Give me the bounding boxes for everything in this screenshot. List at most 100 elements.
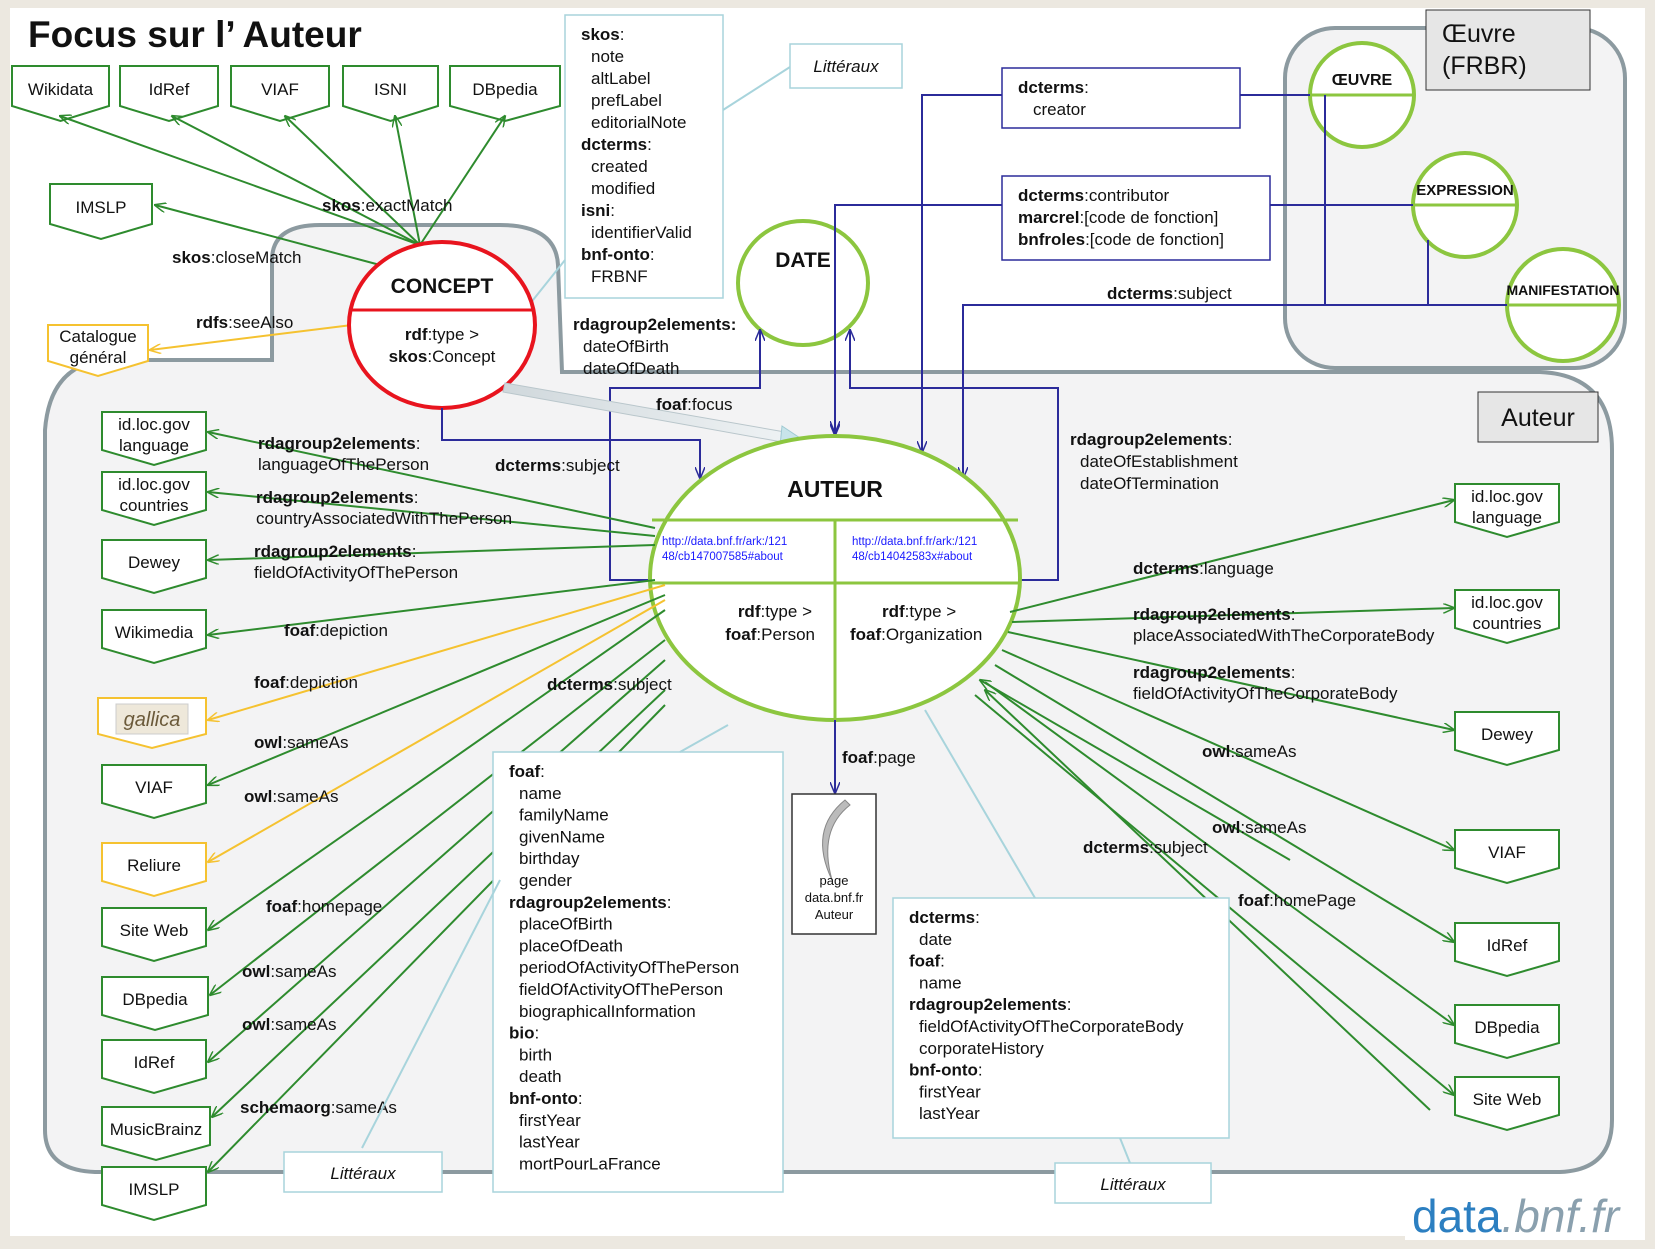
edge-left-lang (208, 432, 656, 529)
person-properties-box-line: lastYear (519, 1133, 580, 1152)
concept-target-imslp-shape (49, 183, 153, 241)
person-properties-box-line: biographicalInformation (519, 1002, 696, 1021)
date-node: DATE (736, 219, 870, 347)
concept-target-idref: IdRef (119, 65, 219, 123)
left-prop-label: rdagroup2elements: (256, 488, 419, 507)
litteraux-left-label: Littéraux (330, 1164, 396, 1183)
quill-icon (822, 799, 851, 881)
right-prop-label-value: placeAssociatedWithTheCorporateBody (1133, 626, 1435, 645)
edge-org-box (924, 709, 1036, 899)
person-properties-box-line: name (519, 784, 562, 803)
frbr-label-line2: (FRBR) (1442, 52, 1527, 80)
litteraux-left-frame (283, 1151, 443, 1193)
concept-target-wikidata-shape (11, 65, 110, 123)
right-target-countries-label-2: countries (1473, 614, 1542, 633)
left-target-dbpedia-label: DBpedia (122, 990, 188, 1009)
label-subject-frbr: dcterms:subject (1107, 284, 1232, 303)
label-subject-mid: dcterms:subject (547, 675, 672, 694)
concept-title: CONCEPT (391, 275, 494, 298)
left-target-gallica: gallica (97, 697, 207, 750)
auteur-type-person: rdf:type > (738, 602, 812, 621)
person-properties-box-line: placeOfDeath (519, 936, 623, 955)
date-rel-item: dateOfDeath (583, 359, 679, 378)
manifestation-node: MANIFESTATION (1505, 247, 1621, 363)
creator-box: dcterms:creator (1001, 67, 1241, 129)
page-document-label: data.bnf.fr (805, 890, 864, 905)
contributor-box-line: marcrel:[code de fonction] (1018, 208, 1218, 227)
right-target-dbpedia: DBpedia (1454, 1004, 1560, 1060)
right-target-viaf-shape (1454, 829, 1560, 885)
left-prop-label: rdagroup2elements: (258, 434, 421, 453)
concept-target-imslp: IMSLP (49, 183, 153, 241)
right-target-viaf: VIAF (1454, 829, 1560, 885)
left-target-imslp: IMSLP (101, 1166, 207, 1222)
right-target-idref-label: IdRef (1487, 936, 1528, 955)
oeuvre-node-title: ŒUVRE (1332, 72, 1393, 89)
person-properties-box-frame (492, 751, 784, 1193)
left-target-wikimedia: Wikimedia (101, 609, 207, 665)
right-target-lang-label-1: id.loc.gov (1471, 487, 1543, 506)
edge-exactmatch (60, 116, 421, 246)
right-prop-label: dcterms:subject (1083, 838, 1208, 857)
contributor-box-line: bnfroles:[code de fonction] (1018, 230, 1224, 249)
left-target-musicbrainz: MusicBrainz (101, 1106, 211, 1162)
left-prop-label: owl:sameAs (242, 962, 336, 981)
person-properties-box: foaf:namefamilyNamegivenNamebirthdaygend… (492, 751, 784, 1193)
person-properties-box-line: bnf-onto: (509, 1089, 583, 1108)
concept-target-isni-shape (342, 65, 439, 123)
litteraux-top-frame (789, 43, 903, 89)
auteur-url-person-1: http://data.bnf.fr/ark:/121 (662, 536, 787, 548)
person-properties-box-line: birth (519, 1045, 552, 1064)
person-properties-box-line: foaf: (509, 762, 545, 781)
org-properties-box-line: lastYear (919, 1104, 980, 1123)
concept-target-isni: ISNI (342, 65, 439, 123)
left-prop-label-value: fieldOfActivityOfThePerson (254, 563, 458, 582)
concept-target-wikidata: Wikidata (11, 65, 110, 123)
right-target-dewey-shape (1454, 711, 1560, 767)
edge-left-countries (208, 492, 656, 537)
litteraux-right: Littéraux (1054, 1162, 1212, 1204)
label-org-dates-item: dateOfTermination (1080, 474, 1219, 493)
person-properties-box-line: periodOfActivityOfThePerson (519, 958, 739, 977)
org-properties-box-line: rdagroup2elements: (909, 995, 1072, 1014)
concept-type: rdf:type > (405, 325, 479, 344)
edge-left-dewey (208, 544, 656, 560)
skos-properties-box-line: prefLabel (591, 91, 662, 110)
expression-node-title: EXPRESSION (1416, 182, 1514, 199)
person-properties-box-line: firstYear (519, 1111, 581, 1130)
left-target-viaf: VIAF (101, 764, 207, 820)
left-target-countries-label-1: id.loc.gov (118, 475, 190, 494)
right-target-lang-shape (1454, 483, 1560, 539)
contributor-box-line: dcterms:contributor (1018, 186, 1170, 205)
left-prop-label-value: countryAssociatedWithThePerson (256, 509, 512, 528)
right-target-siteweb: Site Web (1454, 1076, 1560, 1132)
person-properties-box-line: fieldOfActivityOfThePerson (519, 980, 723, 999)
litteraux-top-label: Littéraux (813, 57, 879, 76)
date-rel-label: rdagroup2elements: (573, 315, 736, 334)
contributor-box-frame (1001, 175, 1271, 261)
edge-subject-back (980, 680, 1291, 861)
bnf-logo: data.bnf.fr (1405, 1182, 1645, 1242)
left-prop-label: foaf:depiction (284, 621, 388, 640)
auteur-region-label-box (1477, 391, 1599, 443)
edge-right-dbpedia (984, 681, 1454, 1025)
contributor-box: dcterms:contributor marcrel:[code de fonc… (1001, 175, 1271, 261)
concept-target-dbpedia-label: DBpedia (472, 80, 538, 99)
concept-target-idref-shape (119, 65, 219, 123)
auteur-region-label: Auteur (1477, 391, 1599, 443)
org-properties-box-line: corporateHistory (919, 1039, 1044, 1058)
left-target-reliure-shape (101, 842, 207, 898)
right-target-dbpedia-shape (1454, 1004, 1560, 1060)
right-prop-label: owl:sameAs (1212, 818, 1306, 837)
concept-target-imslp-label: IMSLP (75, 198, 126, 217)
person-properties-box-line: gender (519, 871, 572, 890)
skos-properties-box-line: isni: (581, 201, 615, 220)
edge-seealso (150, 324, 353, 350)
right-target-siteweb-shape (1454, 1076, 1560, 1132)
right-target-siteweb-label: Site Web (1473, 1090, 1542, 1109)
